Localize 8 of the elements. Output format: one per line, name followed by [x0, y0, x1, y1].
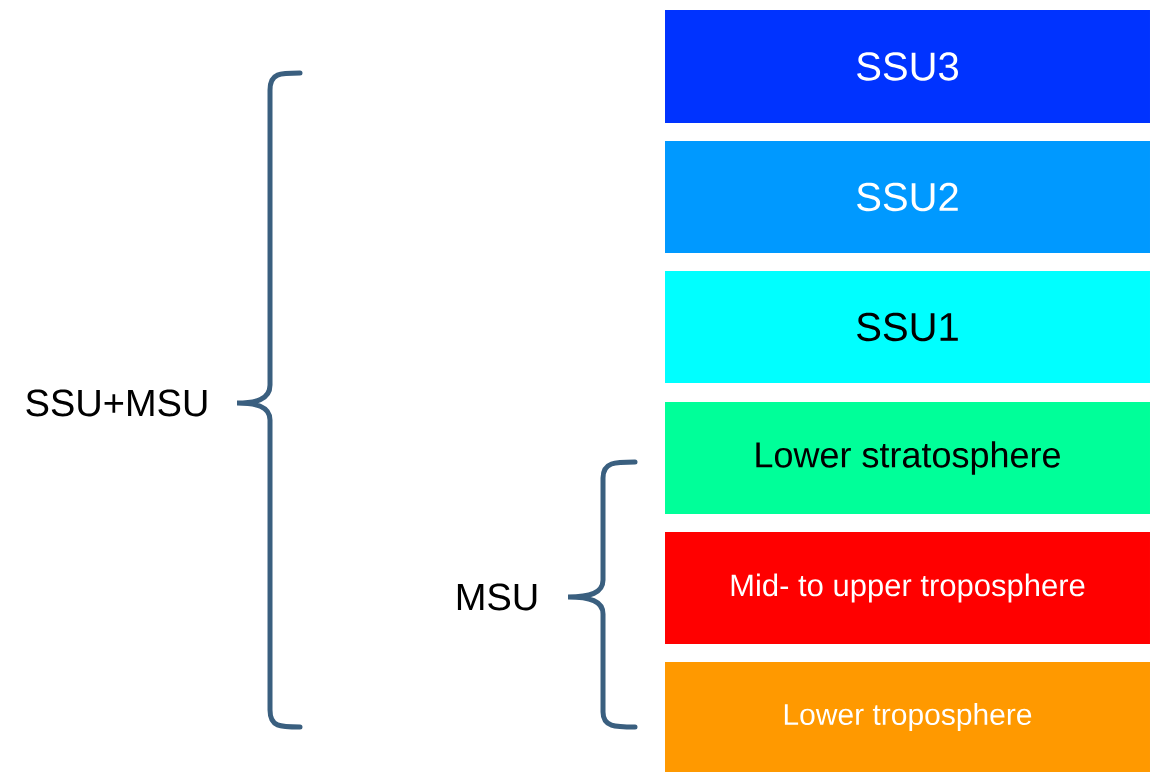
layer-box: Lower stratosphere — [665, 402, 1150, 514]
layer-box: Mid- to upper troposphere — [665, 532, 1150, 644]
bracket-label: MSU — [457, 583, 537, 611]
layer-box: SSU1 — [665, 271, 1150, 383]
bracket-label: SSU+MSU — [26, 389, 207, 417]
layer-box: SSU2 — [665, 141, 1150, 253]
layer-box: Lower troposphere — [665, 662, 1150, 772]
layer-box: SSU3 — [665, 10, 1150, 123]
